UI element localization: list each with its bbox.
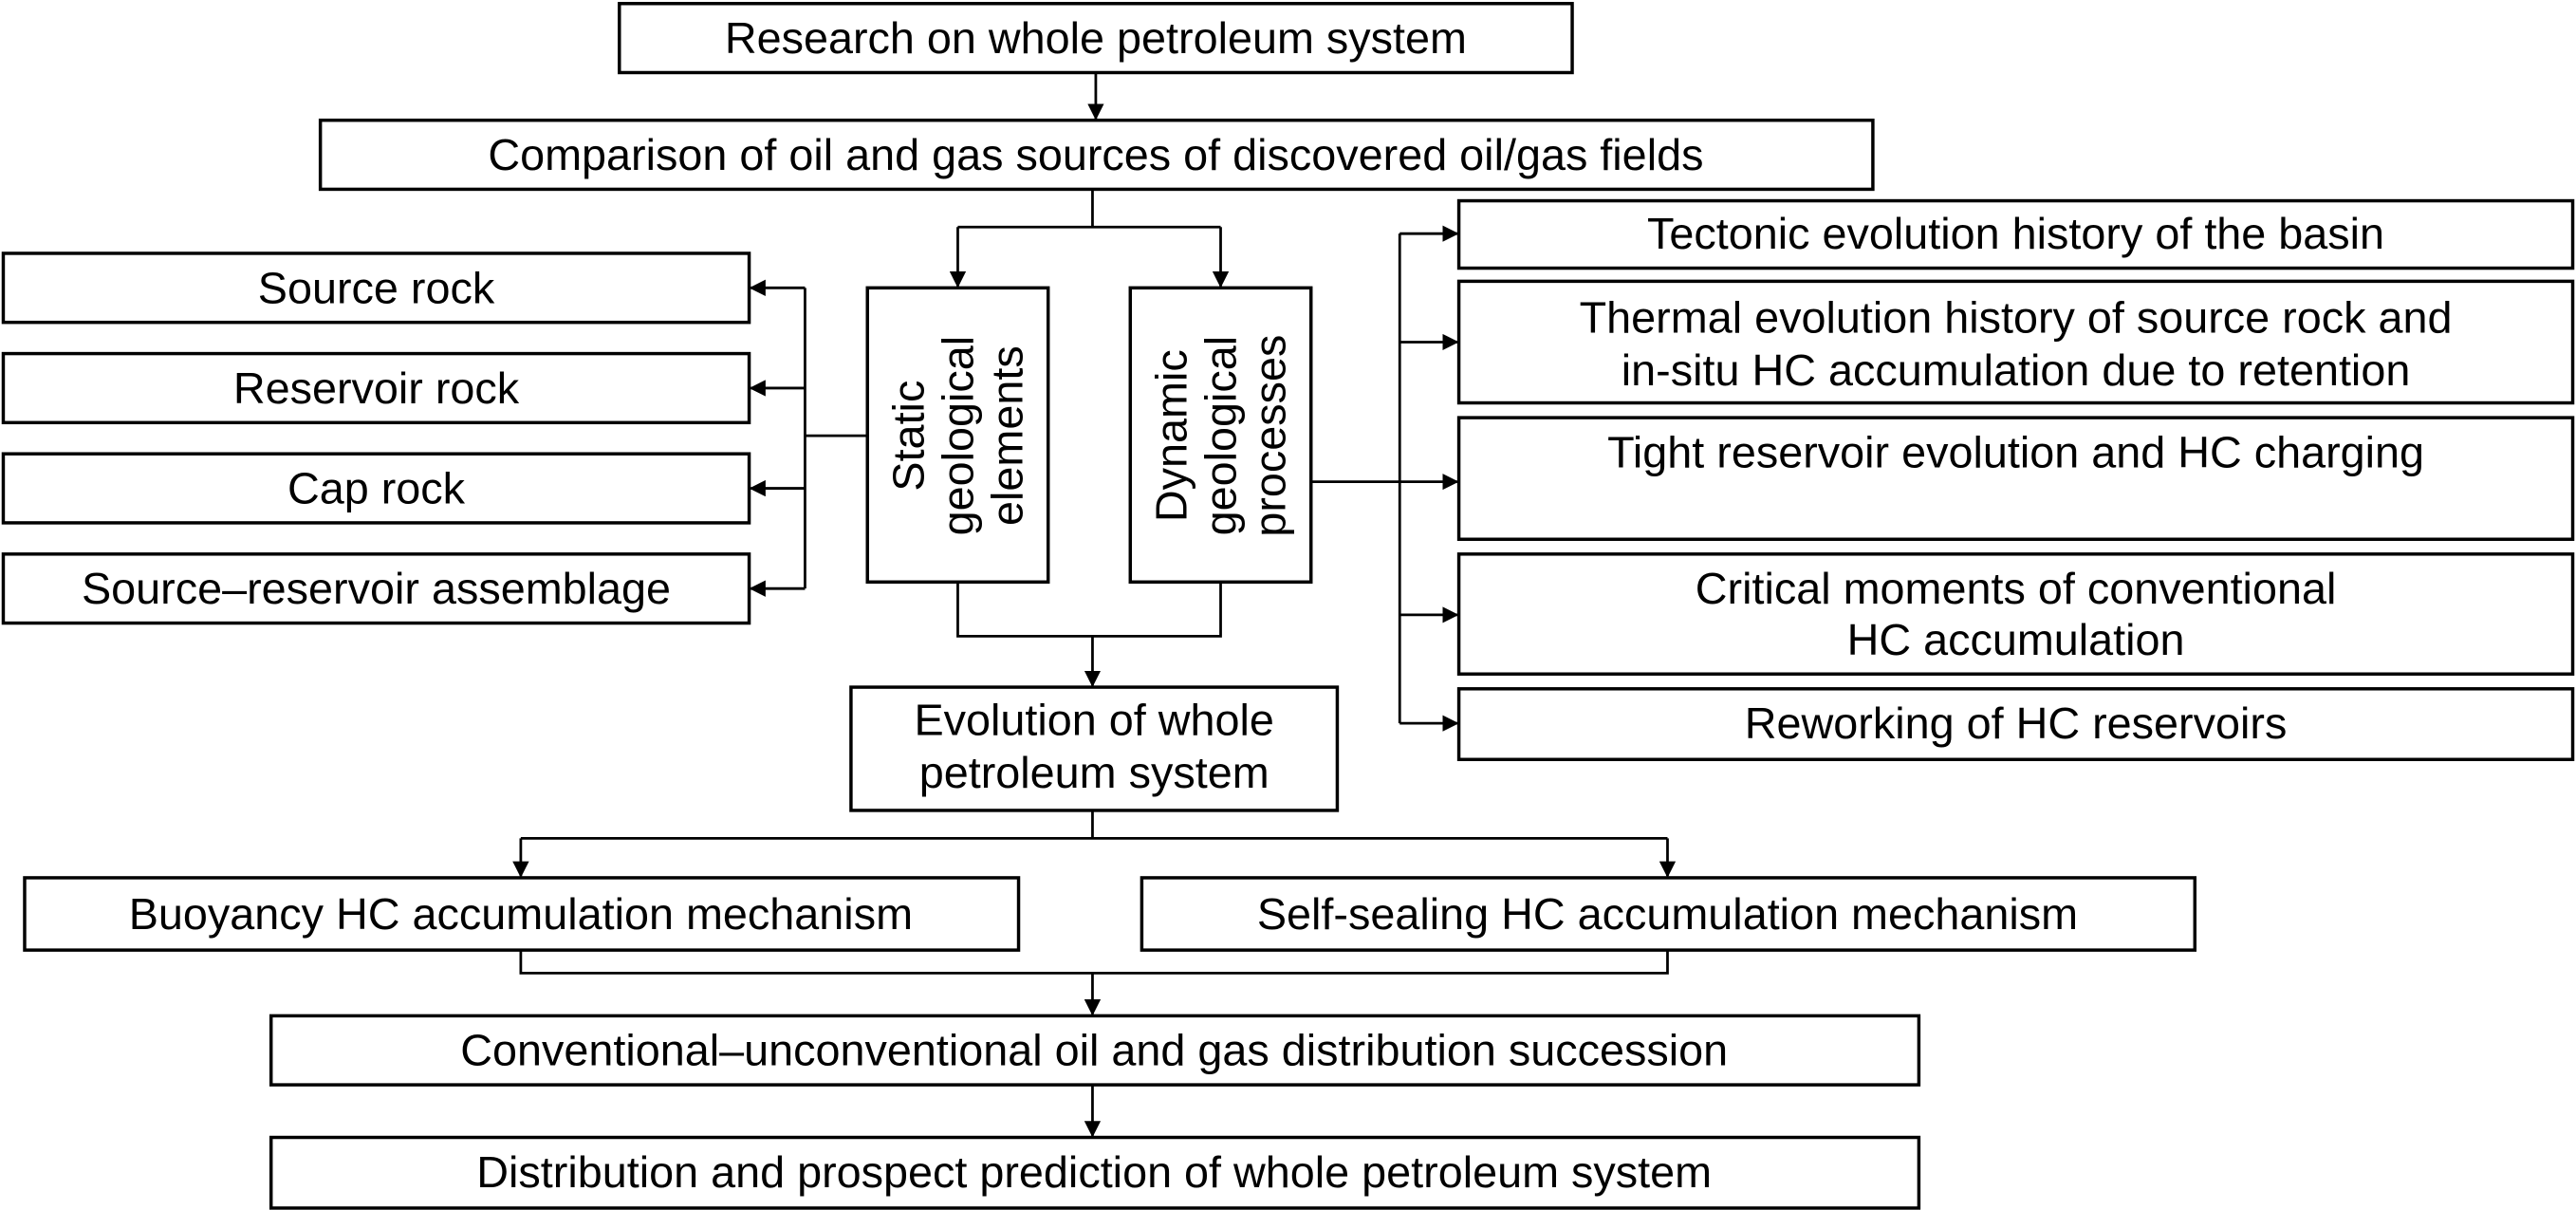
- merge-line-lower: [519, 950, 1669, 975]
- node-tectonic: Tectonic evolution history of the basin: [1456, 198, 2575, 270]
- node-source-rock: Source rock: [1, 251, 751, 325]
- node-critical-moments: Critical moments of conventional HC accu…: [1456, 552, 2575, 676]
- node-cap-rock: Cap rock: [1, 452, 751, 525]
- node-dynamic-processes: Dynamic geological processes: [1128, 286, 1313, 584]
- node-tight-reservoir: Tight reservoir evolution and HC chargin…: [1456, 416, 2575, 541]
- node-label-line: geological: [1196, 336, 1246, 536]
- node-label: Tight reservoir evolution and HC chargin…: [1607, 427, 2424, 476]
- node-label: Source rock: [258, 263, 495, 312]
- node-label-line: Critical moments of conventional: [1696, 564, 2337, 613]
- node-buoyancy: Buoyancy HC accumulation mechanism: [23, 876, 1021, 952]
- node-label-line: HC accumulation: [1847, 615, 2185, 664]
- node-label: Cap rock: [287, 464, 466, 513]
- node-self-sealing: Self-sealing HC accumulation mechanism: [1140, 876, 2197, 952]
- split-line-lower: [520, 810, 1668, 840]
- node-comparison: Comparison of oil and gas sources of dis…: [318, 118, 1875, 192]
- node-reworking: Reworking of HC reservoirs: [1456, 687, 2575, 761]
- node-label: Research on whole petroleum system: [725, 13, 1467, 63]
- node-label: Comparison of oil and gas sources of dis…: [488, 130, 1703, 179]
- node-label-line: Dynamic: [1147, 349, 1196, 522]
- split-line-top: [957, 189, 1221, 229]
- node-static-elements: Static geological elements: [865, 286, 1050, 584]
- node-source-reservoir: Source–reservoir assemblage: [1, 552, 751, 625]
- static-branch-line: [804, 288, 868, 589]
- node-label: Distribution and prospect prediction of …: [476, 1147, 1712, 1197]
- node-label: Self-sealing HC accumulation mechanism: [1257, 889, 2078, 939]
- node-label-line: elements: [982, 345, 1031, 526]
- node-label: Tectonic evolution history of the basin: [1647, 209, 2384, 258]
- node-evolution: Evolution of whole petroleum system: [849, 685, 1340, 812]
- node-distribution-prediction: Distribution and prospect prediction of …: [269, 1135, 1921, 1210]
- node-label-line: processes: [1245, 335, 1294, 537]
- merge-line-middle: [956, 582, 1222, 638]
- node-label: Conventional–unconventional oil and gas …: [460, 1026, 1728, 1075]
- node-label: Source–reservoir assemblage: [82, 564, 671, 613]
- node-label-line: Static: [884, 381, 934, 492]
- node-thermal: Thermal evolution history of source rock…: [1456, 279, 2575, 405]
- node-research: Research on whole petroleum system: [618, 2, 1574, 75]
- connectors: [512, 72, 1677, 1138]
- node-label-line: Thermal evolution history of source rock…: [1580, 292, 2453, 342]
- node-label-line: Evolution of whole: [914, 696, 1273, 745]
- node-label: Reworking of HC reservoirs: [1745, 698, 2288, 748]
- node-conventional-succession: Conventional–unconventional oil and gas …: [269, 1014, 1921, 1087]
- node-label-line: geological: [933, 336, 982, 536]
- node-label: Buoyancy HC accumulation mechanism: [129, 889, 913, 939]
- node-label-line: in-situ HC accumulation due to retention: [1622, 345, 2411, 395]
- node-label-line: petroleum system: [919, 748, 1269, 797]
- node-reservoir-rock: Reservoir rock: [1, 351, 751, 425]
- dynamic-branch-line: [1310, 233, 1401, 724]
- node-label: Reservoir rock: [233, 363, 520, 413]
